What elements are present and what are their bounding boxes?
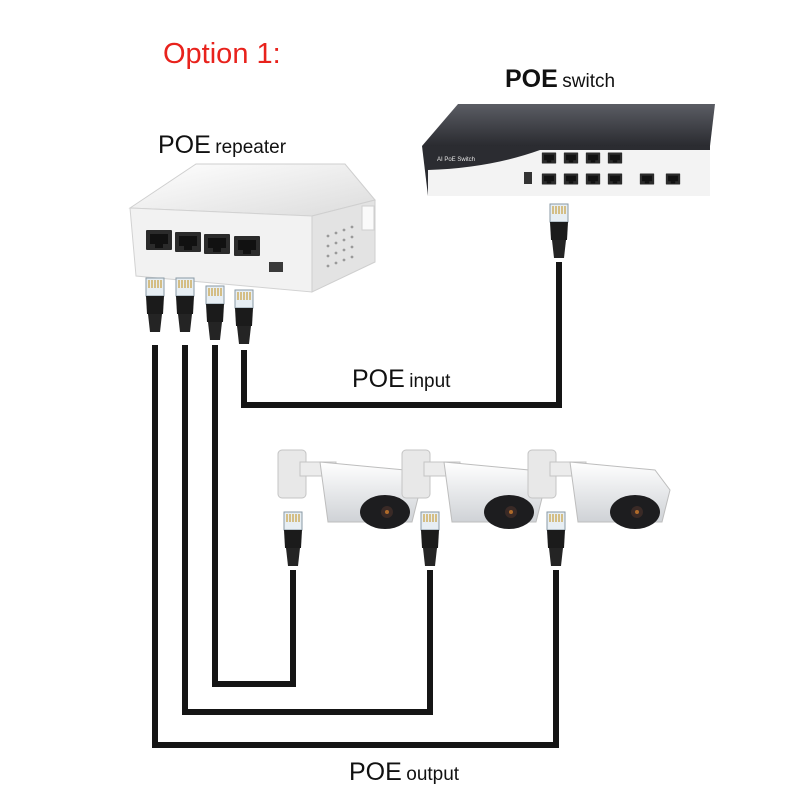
- switch-brand-text: AI PoE Switch: [437, 157, 475, 163]
- option-title: Option 1:: [163, 38, 281, 70]
- poe-repeater: [128, 163, 376, 293]
- repeater-plugs: [145, 277, 254, 345]
- switch-label-main: POE: [505, 65, 558, 93]
- poe-input-cable: [241, 262, 562, 408]
- poe-input-label-main: POE: [352, 365, 405, 393]
- poe-input-label-sub: input: [409, 371, 451, 392]
- camera-1: [277, 449, 421, 529]
- cables: [152, 262, 562, 748]
- repeater-label-sub: repeater: [215, 137, 287, 158]
- poe-output-label: POE output: [349, 758, 459, 787]
- switch-label: POE switch: [505, 65, 615, 94]
- poe-output-cable-1: [212, 345, 296, 687]
- repeater-label: POE repeater: [158, 131, 286, 160]
- poe-output-label-sub: output: [406, 764, 460, 785]
- repeater-label-main: POE: [158, 131, 211, 159]
- poe-switch: AI PoE Switch: [422, 104, 715, 196]
- poe-input-label: POE input: [352, 365, 450, 394]
- poe-output-label-main: POE: [349, 758, 402, 786]
- camera-2: [401, 449, 545, 529]
- switch-plug: [549, 203, 569, 259]
- poe-output-cable-2: [182, 345, 433, 715]
- poe-output-cable-3: [152, 345, 559, 748]
- switch-label-sub: switch: [562, 71, 616, 92]
- camera-3: [527, 449, 671, 529]
